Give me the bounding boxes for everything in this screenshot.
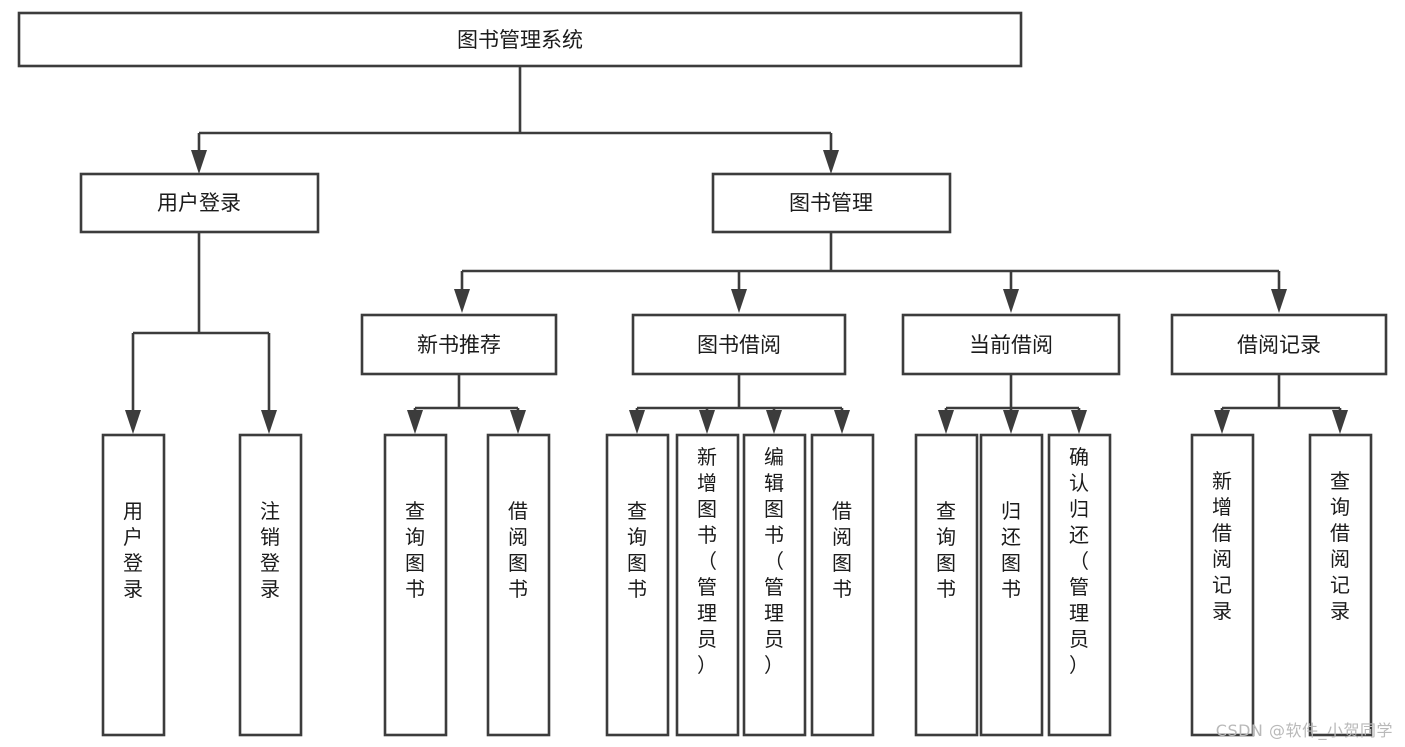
node-leaf-logout-label: 注销登录 — [260, 499, 280, 601]
node-leaf-borrow-book-2-label: 借阅图书 — [832, 499, 852, 601]
connector-group-book-borrow — [629, 374, 850, 434]
arrow-head-leaf-query-book-2 — [629, 410, 645, 434]
node-borrow-record-box[interactable] — [1170, 313, 1388, 376]
node-book-manage-box[interactable] — [711, 172, 952, 234]
node-leaf-user-login[interactable]: 用户登录 — [101, 433, 166, 737]
node-leaf-logout-box[interactable] — [238, 433, 303, 737]
arrow-head-user-login — [191, 150, 207, 174]
node-leaf-return-book-label: 归还图书 — [1001, 499, 1021, 601]
node-book-manage[interactable]: 图书管理 — [711, 172, 952, 234]
node-leaf-return-book[interactable]: 归还图书 — [979, 433, 1044, 737]
node-current-borrow-label: 当前借阅 — [969, 333, 1053, 357]
connector-group-borrow-record — [1214, 374, 1348, 434]
arrow-head-book-manage — [823, 150, 839, 174]
node-leaf-logout[interactable]: 注销登录 — [238, 433, 303, 737]
arrow-head-leaf-user-login — [125, 410, 141, 434]
node-book-borrow-box[interactable] — [631, 313, 847, 376]
arrow-head-current-borrow — [1003, 289, 1019, 313]
arrow-head-leaf-edit-book — [766, 410, 782, 434]
node-leaf-query-book-3-box[interactable] — [914, 433, 979, 737]
arrow-head-leaf-query-book-3 — [938, 410, 954, 434]
node-root-box[interactable] — [17, 11, 1023, 68]
node-leaf-confirm-return-label: 确认归还（管理员） — [1069, 445, 1089, 677]
arrow-head-leaf-query-book-1 — [407, 410, 423, 434]
node-leaf-query-book-2[interactable]: 查询图书 — [605, 433, 670, 737]
connector-group-book-manage — [454, 232, 1287, 313]
arrow-head-leaf-borrow-book-2 — [834, 410, 850, 434]
node-leaf-edit-book-label: 编辑图书（管理员） — [764, 445, 784, 677]
node-borrow-record-label: 借阅记录 — [1237, 333, 1321, 357]
node-leaf-borrow-book-1-label: 借阅图书 — [508, 499, 528, 601]
node-new-book-recommend-box[interactable] — [360, 313, 558, 376]
connector-group-user-login — [125, 232, 277, 434]
node-leaf-query-book-1-box[interactable] — [383, 433, 448, 737]
node-leaf-add-record-box[interactable] — [1190, 433, 1255, 737]
node-borrow-record[interactable]: 借阅记录 — [1170, 313, 1388, 376]
node-leaf-query-book-3[interactable]: 查询图书 — [914, 433, 979, 737]
node-user-login[interactable]: 用户登录 — [79, 172, 320, 234]
node-leaf-return-book-box[interactable] — [979, 433, 1044, 737]
node-leaf-borrow-book-1-box[interactable] — [486, 433, 551, 737]
node-leaf-borrow-book-2[interactable]: 借阅图书 — [810, 433, 875, 737]
node-leaf-add-record-label: 新增借阅记录 — [1212, 469, 1232, 623]
node-leaf-query-book-2-box[interactable] — [605, 433, 670, 737]
node-leaf-add-record[interactable]: 新增借阅记录 — [1190, 433, 1255, 737]
node-leaf-confirm-return-box[interactable] — [1047, 433, 1112, 737]
node-leaf-query-book-3-label: 查询图书 — [936, 499, 956, 601]
node-leaf-edit-book-box[interactable] — [742, 433, 807, 737]
node-book-borrow-label: 图书借阅 — [697, 333, 781, 357]
node-leaf-borrow-book-2-box[interactable] — [810, 433, 875, 737]
node-leaf-query-record-box[interactable] — [1308, 433, 1373, 737]
connector-group-root — [191, 66, 839, 174]
arrow-head-leaf-add-record — [1214, 410, 1230, 434]
node-new-book-recommend[interactable]: 新书推荐 — [360, 313, 558, 376]
node-book-borrow[interactable]: 图书借阅 — [631, 313, 847, 376]
connector-group-new-book-recommend — [407, 374, 526, 434]
node-root[interactable]: 图书管理系统 — [17, 11, 1023, 68]
node-leaf-query-book-1-label: 查询图书 — [405, 499, 425, 601]
node-current-borrow-box[interactable] — [901, 313, 1121, 376]
node-current-borrow[interactable]: 当前借阅 — [901, 313, 1121, 376]
node-leaf-query-book-2-label: 查询图书 — [627, 499, 647, 601]
connector-group-current-borrow — [938, 374, 1087, 434]
arrow-head-leaf-return-book — [1003, 410, 1019, 434]
csdn-watermark: CSDN @软件_小贺同学 — [1215, 721, 1393, 740]
node-book-manage-label: 图书管理 — [789, 191, 873, 215]
node-new-book-recommend-label: 新书推荐 — [417, 333, 501, 357]
arrow-head-leaf-query-record — [1332, 410, 1348, 434]
node-leaf-confirm-return[interactable]: 确认归还（管理员） — [1047, 433, 1112, 737]
node-root-label: 图书管理系统 — [457, 28, 583, 52]
arrow-head-new-book-recommend — [454, 289, 470, 313]
arrow-head-book-borrow — [731, 289, 747, 313]
node-user-login-label: 用户登录 — [157, 191, 241, 215]
node-leaf-user-login-label: 用户登录 — [123, 499, 143, 601]
node-user-login-box[interactable] — [79, 172, 320, 234]
arrow-head-leaf-confirm-return — [1071, 410, 1087, 434]
node-leaf-add-book-box[interactable] — [675, 433, 740, 737]
arrow-head-leaf-borrow-book-1 — [510, 410, 526, 434]
node-leaf-edit-book[interactable]: 编辑图书（管理员） — [742, 433, 807, 737]
node-leaf-query-record[interactable]: 查询借阅记录 — [1308, 433, 1373, 737]
arrow-head-leaf-logout — [261, 410, 277, 434]
node-leaf-query-book-1[interactable]: 查询图书 — [383, 433, 448, 737]
node-leaf-query-record-label: 查询借阅记录 — [1330, 469, 1350, 623]
node-leaf-add-book[interactable]: 新增图书（管理员） — [675, 433, 740, 737]
node-leaf-add-book-label: 新增图书（管理员） — [697, 445, 717, 677]
arrow-head-borrow-record — [1271, 289, 1287, 313]
node-leaf-user-login-box[interactable] — [101, 433, 166, 737]
arrow-head-leaf-add-book — [699, 410, 715, 434]
node-leaf-borrow-book-1[interactable]: 借阅图书 — [486, 433, 551, 737]
